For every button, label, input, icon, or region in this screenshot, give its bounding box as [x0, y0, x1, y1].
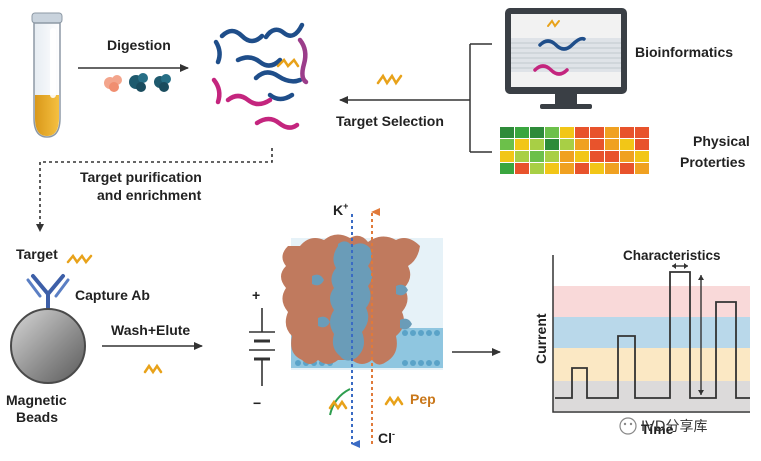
heatmap-cell: [560, 139, 574, 150]
k-ion-label: K+: [333, 201, 348, 218]
target-label: Target: [16, 246, 58, 262]
heatmap-cell: [620, 127, 634, 138]
heatmap-cell: [605, 163, 619, 174]
heatmap-cell: [515, 139, 529, 150]
heatmap-cell: [605, 151, 619, 162]
time-axis-label: Time: [641, 421, 674, 437]
cl-ion-label: Cl-: [378, 429, 395, 446]
target-peptide-icon: [276, 58, 300, 68]
heatmap-cell: [560, 151, 574, 162]
target-selection-label: Target Selection: [336, 113, 444, 129]
plot-axes: [552, 255, 750, 413]
translocating-peptide-icon: [328, 399, 348, 411]
physical-label: Physical: [693, 133, 750, 149]
magnetic-label: Magnetic: [6, 392, 67, 408]
heatmap-cell: [500, 163, 514, 174]
peptide-strands-icon: [211, 22, 309, 130]
band-yellow: [553, 348, 750, 381]
capture-ab-label: Capture Ab: [75, 287, 150, 303]
monitor-icon: [505, 8, 627, 109]
heatmap-cell: [575, 127, 589, 138]
translocating-strand: [329, 388, 351, 416]
heatmap-cell: [620, 139, 634, 150]
band-blue: [553, 317, 750, 348]
characteristics-label: Characteristics: [623, 248, 721, 263]
heatmap-cell: [590, 127, 604, 138]
heatmap: [500, 127, 649, 174]
heatmap-cell: [515, 127, 529, 138]
minus-sign: −: [253, 395, 261, 411]
heatmap-cell: [635, 151, 649, 162]
heatmap-cell: [590, 139, 604, 150]
bioinformatics-label: Bioinformatics: [635, 44, 733, 60]
purification-label: Target purification: [80, 169, 202, 185]
heatmap-cell: [530, 163, 544, 174]
beads-label: Beads: [16, 409, 58, 425]
heatmap-cell: [560, 127, 574, 138]
heatmap-cell: [545, 151, 559, 162]
eluted-peptide-icon: [143, 363, 163, 375]
heatmap-cell: [560, 163, 574, 174]
plus-sign: +: [252, 287, 260, 303]
heatmap-cell: [605, 139, 619, 150]
heatmap-cell: [635, 163, 649, 174]
current-axis-label: Current: [533, 313, 549, 364]
heatmap-cell: [545, 139, 559, 150]
heatmap-cell: [620, 163, 634, 174]
current-trace-plot: Characteristics Current Time: [533, 248, 750, 437]
battery-icon: [249, 308, 275, 386]
enrichment-label: and enrichment: [97, 187, 202, 203]
heatmap-cell: [620, 151, 634, 162]
digestion-label: Digestion: [107, 37, 171, 53]
heatmap-cell: [575, 163, 589, 174]
heatmap-cell: [605, 127, 619, 138]
heatmap-cell: [635, 139, 649, 150]
watermark-text: IVD分享库: [641, 418, 708, 435]
pep-peptide-icon: [384, 395, 404, 407]
heatmap-cell: [575, 139, 589, 150]
heatmap-cell: [500, 151, 514, 162]
band-gray: [553, 381, 750, 411]
selection-bracket: [469, 43, 492, 153]
selected-peptide-icon: [376, 73, 403, 86]
capture-antibody-icon: [26, 274, 70, 314]
heatmap-cell: [515, 151, 529, 162]
current-trace: [555, 271, 750, 399]
wash-elute-label: Wash+Elute: [111, 322, 190, 338]
nanopore-illustration: [281, 234, 443, 370]
purification-dotted-arrow: [36, 148, 273, 232]
heatmap-cell: [530, 151, 544, 162]
wechat-icon: [619, 417, 637, 435]
watermark: IVD分享库: [619, 417, 708, 435]
heatmap-cell: [500, 127, 514, 138]
heatmap-cell: [545, 127, 559, 138]
heatmap-cell: [590, 151, 604, 162]
heatmap-cell: [530, 127, 544, 138]
heatmap-cell: [515, 163, 529, 174]
heatmap-cell: [575, 151, 589, 162]
heatmap-cell: [635, 127, 649, 138]
heatmap-cell: [545, 163, 559, 174]
heatmap-cell: [530, 139, 544, 150]
properties-label: Proterties: [680, 154, 746, 170]
pep-label: Pep: [410, 391, 436, 407]
heatmap-cell: [590, 163, 604, 174]
magnetic-bead-icon: [10, 308, 86, 384]
test-tube-icon: [31, 12, 63, 138]
heatmap-cell: [500, 139, 514, 150]
enzyme-icon: [104, 73, 171, 92]
target-bound-peptide-icon: [66, 253, 93, 265]
